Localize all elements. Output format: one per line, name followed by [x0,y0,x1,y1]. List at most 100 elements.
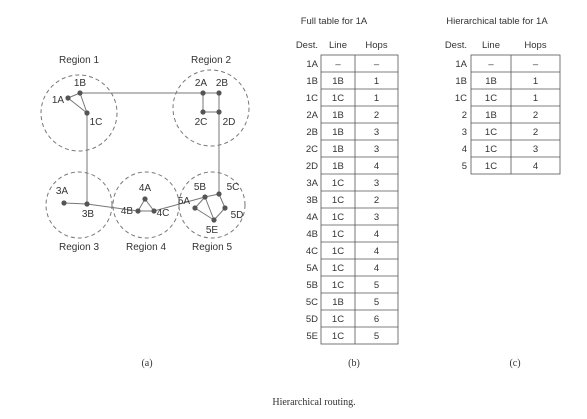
dest-cell: 1C [455,93,467,104]
region-label: Region 1 [59,55,99,66]
line-cell: 1C [332,93,344,104]
dest-cell: 1A [306,59,318,70]
table-row: 4 1C 3 [462,144,538,155]
dest-cell: 2D [306,161,318,172]
table-frame [470,54,561,175]
caption-b: (b) [348,358,360,369]
router-5c [216,191,222,197]
router-3a [61,200,67,206]
hops-cell: 5 [374,297,379,308]
link-5a-5e [194,207,215,221]
hops-cell: 2 [533,127,538,138]
line-cell: 1B [332,144,344,155]
table-header: Line [482,40,500,51]
hops-cell: 3 [374,212,379,223]
table-row: 1C 1C 1 [455,93,538,104]
router-label: 4A [139,183,152,194]
dest-cell: 5 [462,161,467,172]
link-1b-1c [79,92,88,114]
figure-caption: Hierarchical routing. [272,397,355,408]
router-label: 5D [231,210,244,221]
hops-cell: – [533,59,539,70]
router-2a [200,90,206,96]
dest-cell: 5D [306,314,318,325]
link-3a-3b [63,202,88,205]
router-label: 4C [157,208,170,219]
dest-cell: 3B [306,195,318,206]
router-label: 1A [52,95,65,106]
hops-cell: 4 [374,161,379,172]
hops-cell: 4 [374,246,379,257]
line-cell: 1C [485,93,497,104]
table-row: 5D 1C 6 [306,314,379,325]
router-label: 5B [194,182,207,193]
router-5d [222,205,228,211]
hops-cell: 3 [374,144,379,155]
hier-table-title: Hierarchical table for 1A [446,16,548,27]
line-cell: 1B [332,127,344,138]
line-cell: 1C [332,229,344,240]
line-cell: 1B [485,110,497,121]
router-label: 2B [216,78,229,89]
router-4b [135,208,141,214]
dest-cell: 1B [306,76,318,87]
table-row: 1A – – [306,59,379,70]
line-cell: – [335,59,341,70]
hops-cell: 5 [374,331,379,342]
line-cell: 1C [485,144,497,155]
hops-cell: – [374,59,380,70]
hops-cell: 4 [374,229,379,240]
router-1b [77,90,83,96]
region-boundary-r2 [172,69,250,147]
router-2b [216,90,222,96]
link-1a-1c [67,97,88,114]
hops-cell: 3 [533,144,538,155]
dest-cell: 2B [306,127,318,138]
table-header: Hops [524,40,546,51]
region-boundary-r1 [40,74,118,152]
line-cell: 1C [485,127,497,138]
region-label: Region 2 [191,55,231,66]
dest-cell: 2 [462,110,467,121]
line-cell: 1B [332,161,344,172]
router-5a [192,205,198,211]
table-header: Hops [365,40,387,51]
hops-cell: 2 [374,195,379,206]
hops-cell: 6 [374,314,379,325]
line-cell: 1B [332,76,344,87]
router-label: 1C [90,117,103,128]
line-cell: 1B [332,297,344,308]
router-4a [142,196,148,202]
dest-cell: 1C [306,93,318,104]
line-cell: 1B [485,76,497,87]
hops-cell: 1 [533,93,538,104]
dest-cell: 4 [462,144,467,155]
table-row: 1A–– [455,59,538,70]
link-4c-5b [153,196,206,212]
caption-c: (c) [509,358,520,369]
line-cell: 1C [332,314,344,325]
hops-cell: 2 [374,110,379,121]
region-label: Region 4 [126,242,166,253]
dest-cell: 5E [306,331,318,342]
line-cell: 1C [332,212,344,223]
link-5b-5e [204,196,215,221]
dest-cell: 4B [306,229,318,240]
router-5e [211,217,217,223]
router-2d [216,109,222,115]
region-boundary-r3 [45,171,113,239]
